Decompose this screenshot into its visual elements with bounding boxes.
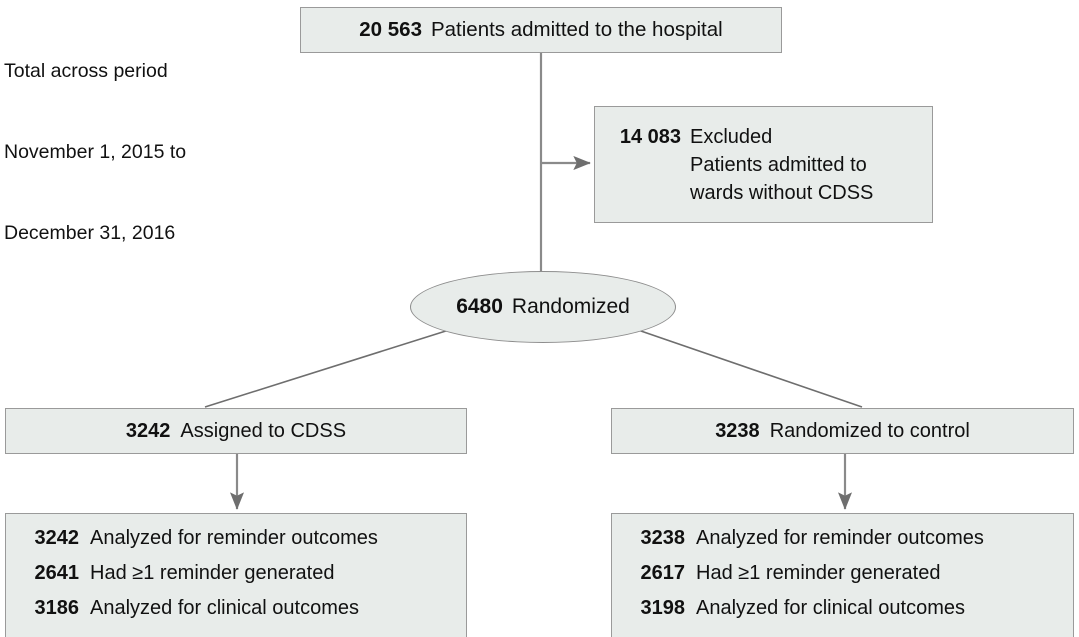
excluded-detail-row-2: wards without CDSS: [690, 179, 932, 207]
node-admitted: 20 563 Patients admitted to the hospital: [300, 7, 782, 53]
outcome-row: 3198 Analyzed for clinical outcomes: [626, 591, 1073, 626]
node-outcomes-cdss: 3242 Analyzed for reminder outcomes 2641…: [5, 513, 467, 637]
outcome-count: 3198: [640, 597, 686, 619]
admitted-row: 20 563 Patients admitted to the hospital: [359, 16, 722, 44]
outcome-label: Analyzed for clinical outcomes: [696, 597, 966, 619]
excluded-detail-2: wards without CDSS: [690, 181, 874, 204]
outcome-label: Analyzed for reminder outcomes: [696, 527, 984, 549]
outcome-row: 3238 Analyzed for reminder outcomes: [626, 521, 1073, 556]
outcome-count: 2641: [34, 562, 80, 584]
connector-randomized-to-control: [637, 329, 863, 408]
node-assigned-control: 3238 Randomized to control: [611, 408, 1074, 454]
outcome-label: Analyzed for clinical outcomes: [90, 597, 360, 619]
period-caption: Total across period November 1, 2015 to …: [4, 4, 186, 301]
outcome-count: 3242: [34, 527, 80, 549]
node-assigned-cdss: 3242 Assigned to CDSS: [5, 408, 467, 454]
admitted-count: 20 563: [359, 18, 422, 41]
randomized-count: 6480: [456, 295, 503, 318]
outcome-count: 3186: [34, 597, 80, 619]
outcome-label: Had ≥1 reminder generated: [90, 562, 335, 584]
randomized-row: 6480 Randomized: [456, 293, 630, 321]
node-excluded: 14 083 Excluded Patients admitted to war…: [594, 106, 933, 223]
outcome-label: Analyzed for reminder outcomes: [90, 527, 378, 549]
excluded-row: 14 083 Excluded: [607, 123, 932, 151]
assigned-control-label: Randomized to control: [769, 420, 970, 442]
assigned-cdss-count: 3242: [125, 420, 171, 442]
outcome-count: 2617: [640, 562, 686, 584]
assigned-control-row: 3238 Randomized to control: [715, 417, 970, 445]
assigned-control-count: 3238: [715, 420, 760, 442]
outcome-row: 3242 Analyzed for reminder outcomes: [20, 521, 466, 556]
outcome-row: 3186 Analyzed for clinical outcomes: [20, 591, 466, 626]
outcome-row: 2617 Had ≥1 reminder generated: [626, 556, 1073, 591]
outcome-row: 2641 Had ≥1 reminder generated: [20, 556, 466, 591]
assigned-cdss-row: 3242 Assigned to CDSS: [126, 417, 346, 445]
excluded-detail-row-1: Patients admitted to: [690, 151, 932, 179]
outcome-count: 3238: [640, 527, 686, 549]
outcome-label: Had ≥1 reminder generated: [696, 562, 941, 584]
excluded-detail-1: Patients admitted to: [690, 153, 867, 176]
connector-randomized-to-cdss: [204, 329, 450, 408]
caption-line-3: December 31, 2016: [4, 222, 176, 244]
randomized-label: Randomized: [511, 295, 630, 318]
caption-line-1: Total across period: [4, 60, 168, 82]
node-outcomes-control: 3238 Analyzed for reminder outcomes 2617…: [611, 513, 1074, 637]
admitted-label: Patients admitted to the hospital: [430, 18, 723, 41]
excluded-count: 14 083: [619, 125, 681, 148]
caption-line-2: November 1, 2015 to: [4, 141, 187, 163]
excluded-label: Excluded: [690, 125, 773, 148]
assigned-cdss-label: Assigned to CDSS: [180, 420, 347, 442]
node-randomized: 6480 Randomized: [410, 271, 676, 343]
